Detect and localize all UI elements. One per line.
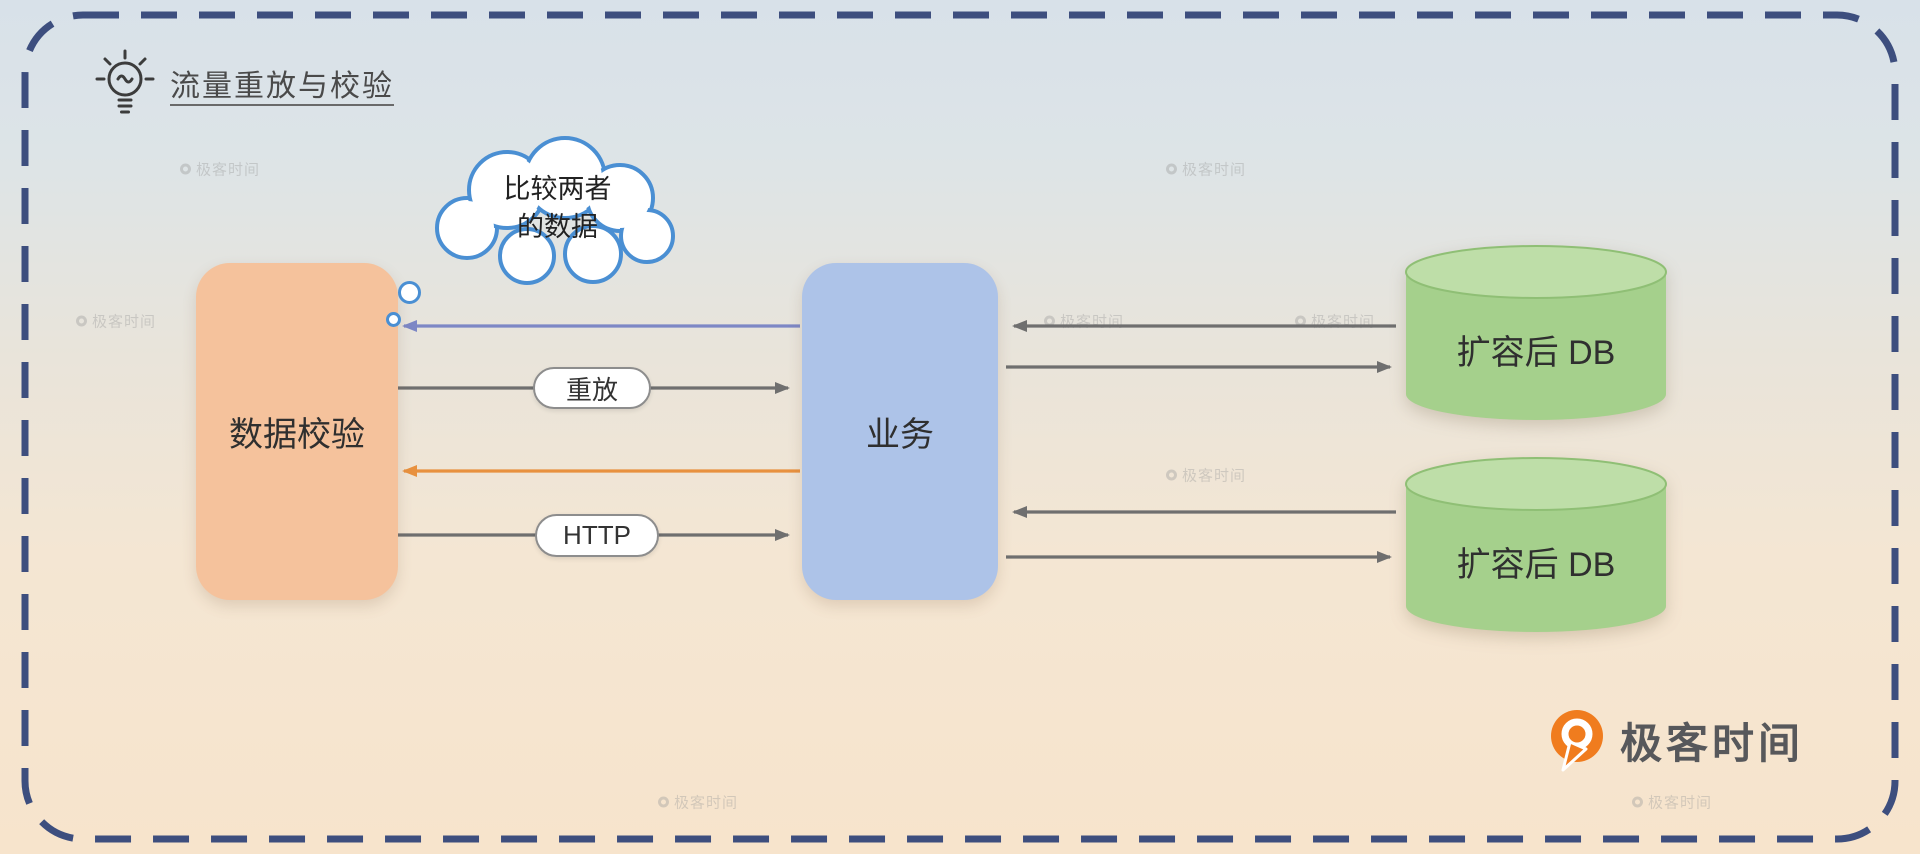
- arrow-label-http: HTTP: [535, 514, 659, 557]
- watermark: 极客时间: [1165, 159, 1246, 180]
- watermark-logo-icon: [179, 163, 191, 175]
- node-business: 业务: [802, 263, 998, 600]
- thought-bubble-large: [398, 281, 421, 304]
- thought-cloud-text: 比较两者 的数据: [415, 170, 700, 246]
- node-db-bottom: 扩容后 DB: [1400, 452, 1672, 638]
- watermark-logo-icon: [1165, 469, 1177, 481]
- page-title: 流量重放与校验: [170, 70, 394, 103]
- watermark-logo-icon: [75, 315, 87, 327]
- thought-cloud: [435, 136, 675, 285]
- thought-bubble-small: [386, 312, 401, 327]
- node-db-bottom-label: 扩容后 DB: [1456, 545, 1616, 584]
- watermark: 极客时间: [179, 159, 260, 180]
- diagram-header: 流量重放与校验: [94, 46, 394, 120]
- watermark: 极客时间: [1165, 465, 1246, 486]
- database-cylinder-icon: [1405, 245, 1667, 420]
- watermark: 极客时间: [75, 311, 156, 332]
- database-cylinder-icon: [1405, 457, 1667, 632]
- watermark-logo-icon: [657, 796, 669, 808]
- watermark-logo-icon: [1165, 163, 1177, 175]
- watermark: 极客时间: [657, 792, 738, 813]
- node-business-label: 业务: [866, 416, 934, 454]
- node-data-validator: 数据校验: [196, 263, 398, 600]
- geektime-logo: 极客时间: [1546, 708, 1804, 772]
- geektime-logo-icon: [1551, 710, 1603, 772]
- thought-cloud-line1: 比较两者: [503, 174, 612, 204]
- node-data-validator-label: 数据校验: [229, 416, 365, 454]
- watermark: 极客时间: [1631, 792, 1712, 813]
- arrow-label-replay: 重放: [533, 367, 651, 409]
- thought-cloud-line2: 的数据: [517, 212, 598, 242]
- lightbulb-icon: [95, 49, 155, 114]
- watermark-logo-icon: [1631, 796, 1643, 808]
- node-db-top-label: 扩容后 DB: [1456, 333, 1616, 372]
- geektime-logo-text: 极客时间: [1620, 719, 1805, 767]
- node-db-top: 扩容后 DB: [1400, 240, 1672, 426]
